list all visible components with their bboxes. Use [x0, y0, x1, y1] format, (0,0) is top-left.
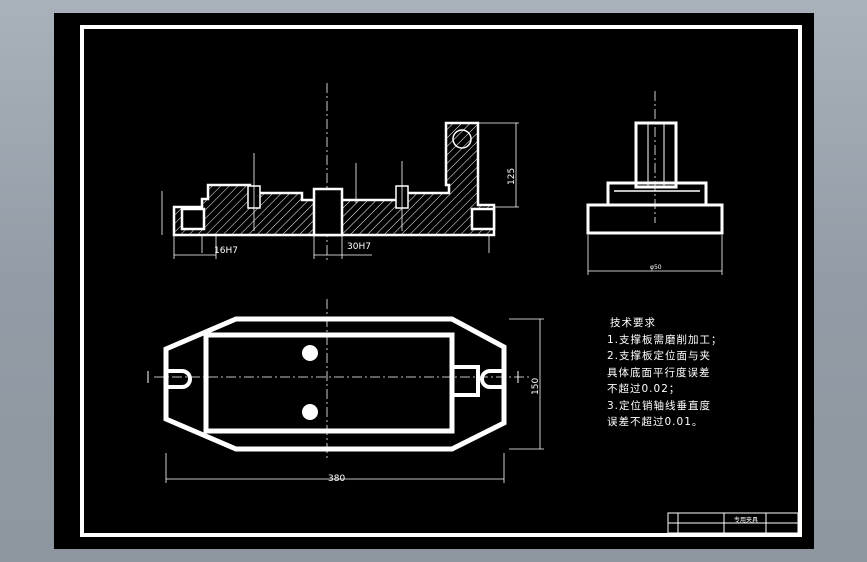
- notes-line-1: 1.支撑板需磨削加工；: [607, 333, 723, 346]
- front-slot-left: [180, 207, 206, 231]
- notes-line-4: 不超过0.02；: [607, 383, 681, 395]
- top-view: [147, 299, 544, 483]
- side-view: [586, 91, 724, 275]
- front-view: [161, 83, 519, 263]
- dim-label-380: 380: [328, 474, 345, 484]
- dim-label-125: 125: [507, 168, 517, 185]
- notes-line-3: 具体底面平行度误差: [607, 366, 711, 379]
- front-center-bore: [312, 187, 344, 237]
- dim-label-150: 150: [531, 378, 541, 395]
- notes-line-2: 2.支撑板定位面与夹: [607, 350, 712, 362]
- dim-label-side: φ50: [650, 264, 662, 271]
- technical-requirements: 技术要求 1.支撑板需磨削加工； 2.支撑板定位面与夹 具体底面平行度误差 不超…: [607, 315, 757, 431]
- top-inner-rect: [203, 332, 455, 434]
- fixture-drawing: 16H7 30H7 125 φ50 380 150: [80, 25, 802, 537]
- drawing-sheet: 16H7 30H7 125 φ50 380 150: [54, 13, 814, 549]
- top-key-slot: [450, 365, 480, 397]
- notes-line-5: 3.定位销轴线垂直度: [607, 399, 712, 412]
- dim-label-30: 30H7: [347, 242, 371, 252]
- title-block: [667, 512, 799, 534]
- front-slot-right: [470, 207, 496, 231]
- dim-label-16: 16H7: [214, 246, 238, 256]
- side-support-plate: [606, 181, 708, 207]
- title-block-name: 专用夹具: [734, 516, 758, 524]
- notes-title: 技术要求: [610, 317, 656, 329]
- outer-border: [80, 25, 802, 537]
- locating-pin-top: [302, 345, 318, 361]
- front-upright-hole: [452, 129, 472, 149]
- locating-pin-bottom: [302, 404, 318, 420]
- u-slot-right: [480, 369, 504, 389]
- u-slot-left: [166, 369, 192, 389]
- notes-line-6: 误差不超过0.01。: [607, 416, 704, 428]
- side-upright: [634, 121, 678, 189]
